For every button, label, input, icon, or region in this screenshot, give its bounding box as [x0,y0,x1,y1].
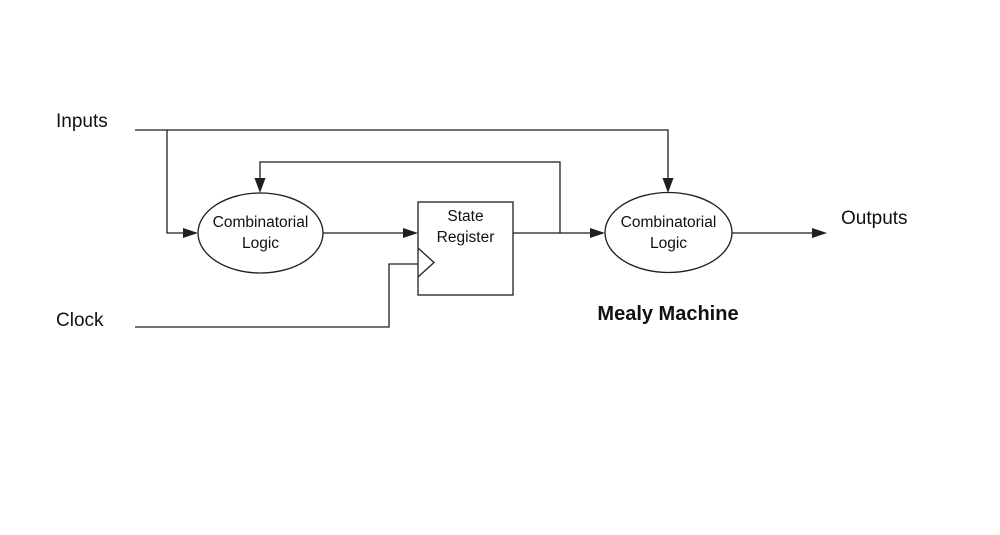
arrowhead-into-output-logic-icon [590,228,605,238]
output-combinatorial-logic-label: Combinatorial Logic [620,214,717,252]
diagram-caption: Mealy Machine [597,303,739,325]
outputs-label: Outputs [841,208,908,229]
clock-edge-wedge-icon [417,247,435,278]
wire-clock [135,263,418,328]
wire-feedback-state [259,161,561,233]
state-register-label: State Register [436,208,495,246]
input-combinatorial-logic-label: Combinatorial Logic [212,214,309,252]
output-combinatorial-logic-ellipse [604,191,733,274]
wire-inputs-to-output-logic [135,129,669,178]
inputs-label: Inputs [56,111,108,132]
arrowhead-feedback-icon [254,178,266,193]
arrowhead-inputs-into-output-logic-icon [662,178,674,193]
arrowhead-into-input-logic-icon [183,228,198,238]
wire-inputs-to-input-logic [166,130,183,234]
arrowhead-into-register-icon [403,228,418,238]
clock-label: Clock [56,310,104,331]
arrowhead-outputs-icon [812,228,827,238]
input-combinatorial-logic-ellipse [197,192,324,274]
